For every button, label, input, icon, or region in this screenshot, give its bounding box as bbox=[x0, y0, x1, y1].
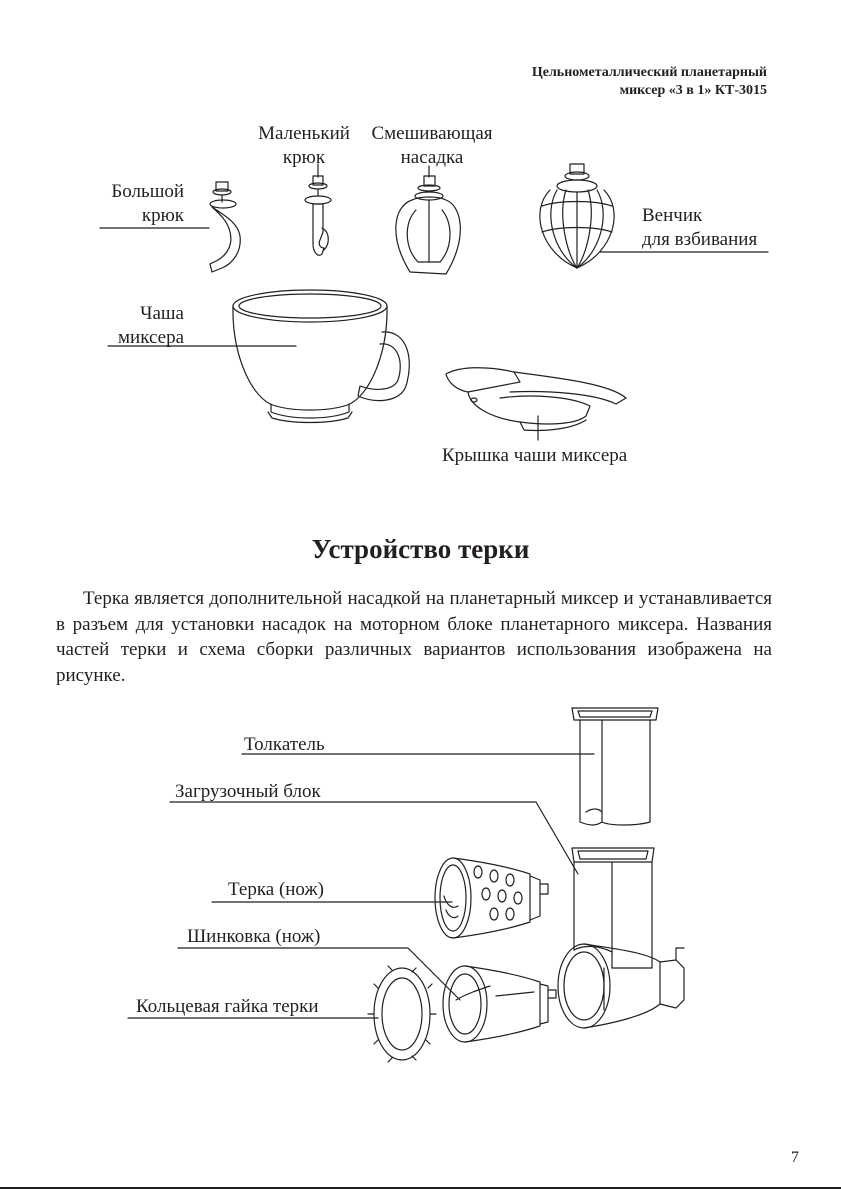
bowl-lid-drawing bbox=[446, 368, 626, 431]
bowl-drawing bbox=[233, 290, 409, 423]
label-mixing-paddle-line2: насадка bbox=[364, 146, 500, 170]
label-grater-knife: Терка (нож) bbox=[228, 878, 324, 902]
label-bowl-lid: Крышка чаши миксера bbox=[442, 444, 627, 468]
shredder-cone-drawing bbox=[443, 966, 556, 1042]
feed-block-drawing bbox=[558, 848, 684, 1028]
label-pusher: Толкатель bbox=[244, 733, 325, 757]
pusher-drawing bbox=[572, 708, 658, 825]
label-ring-nut: Кольцевая гайка терки bbox=[136, 995, 319, 1019]
ring-nut-drawing bbox=[368, 966, 436, 1062]
small-hook-drawing bbox=[305, 176, 331, 255]
label-whisk-line1: Венчик bbox=[642, 204, 757, 228]
label-bowl: Чаша миксера bbox=[88, 302, 184, 350]
label-big-hook-line1: Большой bbox=[88, 180, 184, 204]
section-title: Устройство терки bbox=[0, 534, 841, 565]
label-mixing-paddle-line1: Смешивающая bbox=[364, 122, 500, 146]
page-number: 7 bbox=[791, 1149, 799, 1167]
label-feed-block: Загрузочный блок bbox=[175, 780, 321, 804]
label-big-hook: Большой крюк bbox=[88, 180, 184, 228]
label-bowl-line2: миксера bbox=[88, 326, 184, 350]
label-small-hook: Маленький крюк bbox=[252, 122, 356, 170]
label-whisk: Венчик для взбивания bbox=[642, 204, 757, 252]
shredder-leader bbox=[178, 948, 460, 1000]
big-hook-drawing bbox=[210, 182, 240, 272]
whisk-drawing bbox=[540, 164, 614, 268]
grater-drum-drawing bbox=[435, 858, 548, 938]
label-small-hook-line1: Маленький bbox=[252, 122, 356, 146]
section-paragraph: Терка является дополнительной насадкой н… bbox=[56, 586, 772, 688]
document-header: Цельнометаллический планетарный миксер «… bbox=[532, 64, 767, 100]
paddle-drawing bbox=[396, 176, 460, 274]
label-big-hook-line2: крюк bbox=[88, 204, 184, 228]
footer-rule bbox=[0, 1187, 841, 1189]
feed-block-leader bbox=[170, 802, 578, 874]
label-small-hook-line2: крюк bbox=[252, 146, 356, 170]
header-line-2: миксер «3 в 1» КТ-3015 bbox=[532, 82, 767, 100]
label-bowl-line1: Чаша bbox=[88, 302, 184, 326]
label-whisk-line2: для взбивания bbox=[642, 228, 757, 252]
header-line-1: Цельнометаллический планетарный bbox=[532, 64, 767, 82]
label-shredder-knife: Шинковка (нож) bbox=[187, 925, 320, 949]
label-mixing-paddle: Смешивающая насадка bbox=[364, 122, 500, 170]
